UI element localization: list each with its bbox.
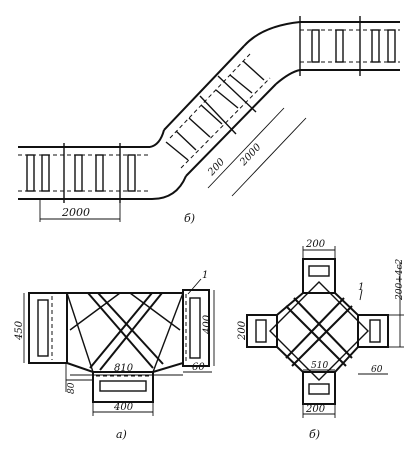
caption-tee: а) <box>116 428 127 441</box>
dimension-label-width-top: 200 <box>305 239 326 250</box>
dimension-label-width-bottom: 400 <box>113 402 134 413</box>
dimension-label-height-right: 400 <box>202 314 213 335</box>
inclined-ladder-section <box>163 45 277 177</box>
dimension-label-width-inner: 510 <box>311 361 328 371</box>
caption-top: б) <box>184 212 195 225</box>
callout-cross: 1 <box>358 282 364 293</box>
lower-ladder-section <box>18 143 150 203</box>
cross-junction-drawing: 200 200 200 200+4c2 510 60 <box>237 239 405 441</box>
dimension-label-width-inner: 810 <box>114 363 134 374</box>
dimension-label-incline-long: 2000 <box>237 141 264 168</box>
upper-ladder-section <box>299 16 400 76</box>
tee-junction-drawing: 450 400 80 810 60 400 1 а) <box>14 270 215 441</box>
callout-tee: 1 <box>202 270 208 281</box>
dimension-label-height-left: 450 <box>14 320 25 341</box>
dimension-label-lower: 2000 <box>61 206 90 219</box>
dimension-lower-length: 2000 <box>39 199 121 222</box>
dimension-label-offset-left: 80 <box>67 382 77 394</box>
dimension-label-offset-right: 60 <box>371 365 383 375</box>
dimension-incline: 200 2000 <box>205 107 307 197</box>
dimension-label-offset-right: 60 <box>192 362 205 373</box>
dimension-label-height-right: 200+4c2 <box>395 259 405 301</box>
caption-cross: б) <box>309 428 320 441</box>
inclined-ladder-drawing: 2000 200 2000 б) <box>18 16 400 225</box>
dimension-label-width-bottom: 200 <box>305 404 326 415</box>
dimension-label-incline-short: 200 <box>205 156 227 179</box>
dimension-label-width-left: 200 <box>237 320 248 341</box>
